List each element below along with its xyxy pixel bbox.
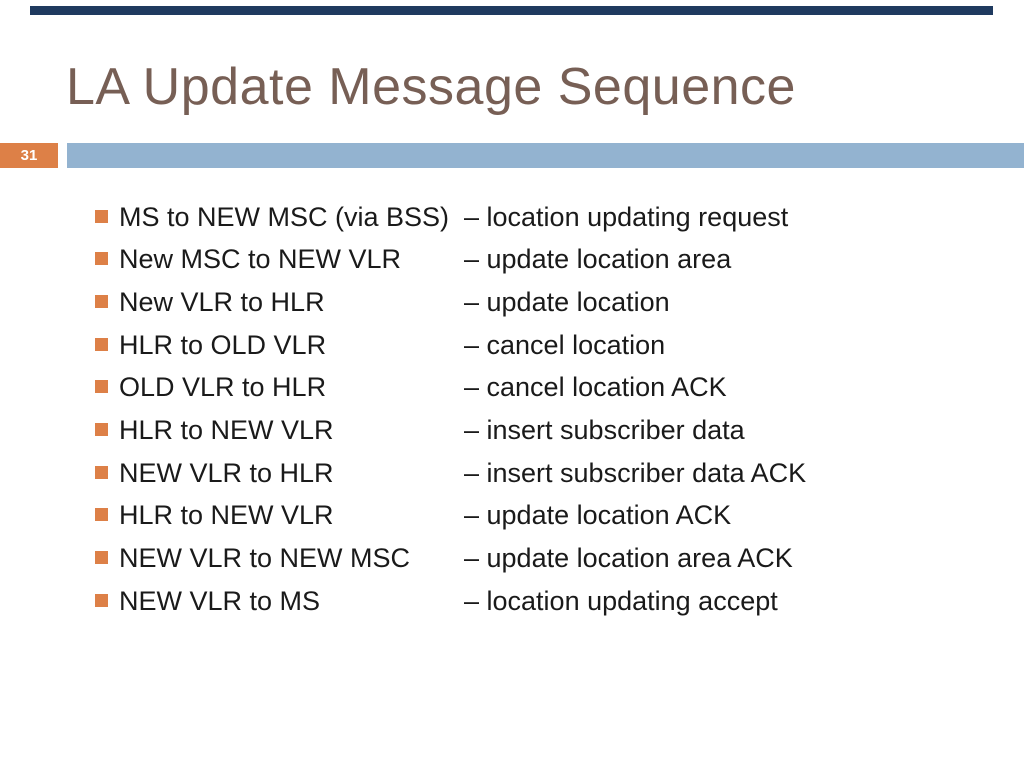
top-accent-bar <box>30 6 993 15</box>
route-text: NEW VLR to HLR <box>119 457 334 488</box>
message-text: – update location area ACK <box>464 542 793 573</box>
route-text: NEW VLR to NEW MSC <box>119 542 411 573</box>
bullet-square-icon <box>95 295 108 309</box>
message-text: – update location <box>464 287 670 318</box>
message-text: – update location area <box>464 244 732 275</box>
route-text: NEW VLR to MS <box>119 585 321 616</box>
bullet-square-icon <box>95 423 108 437</box>
message-text: – insert subscriber data ACK <box>464 457 807 488</box>
list-item: NEW VLR to MS – location updating accept <box>95 580 995 623</box>
list-item: HLR to NEW VLR – insert subscriber data <box>95 409 995 452</box>
page-number-badge: 31 <box>0 143 58 168</box>
bullet-square-icon <box>95 550 108 564</box>
list-item: MS to NEW MSC (via BSS) – location updat… <box>95 196 995 239</box>
route-text: HLR to NEW VLR <box>119 500 334 531</box>
bullet-square-icon <box>95 209 108 223</box>
header-band <box>67 143 1024 168</box>
route-text: HLR to NEW VLR <box>119 415 334 446</box>
bullet-square-icon <box>95 465 108 479</box>
bullet-square-icon <box>95 380 108 394</box>
bullet-square-icon <box>95 252 108 266</box>
route-text: New MSC to NEW VLR <box>119 244 402 275</box>
message-text: – location updating accept <box>464 585 778 616</box>
list-item: New MSC to NEW VLR – update location are… <box>95 239 995 282</box>
route-text: HLR to OLD VLR <box>119 329 327 360</box>
list-item: NEW VLR to HLR – insert subscriber data … <box>95 452 995 495</box>
message-text: – location updating request <box>464 201 789 232</box>
message-text: – cancel location ACK <box>464 372 727 403</box>
bullet-square-icon <box>95 337 108 351</box>
route-text: OLD VLR to HLR <box>119 372 327 403</box>
message-text: – cancel location <box>464 329 666 360</box>
bullet-square-icon <box>95 508 108 522</box>
list-item: HLR to OLD VLR – cancel location <box>95 324 995 367</box>
bullet-square-icon <box>95 593 108 607</box>
route-text: MS to NEW MSC (via BSS) <box>119 201 450 232</box>
route-text: New VLR to HLR <box>119 287 325 318</box>
message-text: – update location ACK <box>464 500 732 531</box>
list-item: HLR to NEW VLR – update location ACK <box>95 494 995 537</box>
bullet-list: MS to NEW MSC (via BSS) – location updat… <box>95 196 995 622</box>
list-item: NEW VLR to NEW MSC – update location are… <box>95 537 995 580</box>
slide-title: LA Update Message Sequence <box>66 58 796 116</box>
list-item: New VLR to HLR – update location <box>95 281 995 324</box>
list-item: OLD VLR to HLR – cancel location ACK <box>95 367 995 410</box>
message-text: – insert subscriber data <box>464 415 745 446</box>
